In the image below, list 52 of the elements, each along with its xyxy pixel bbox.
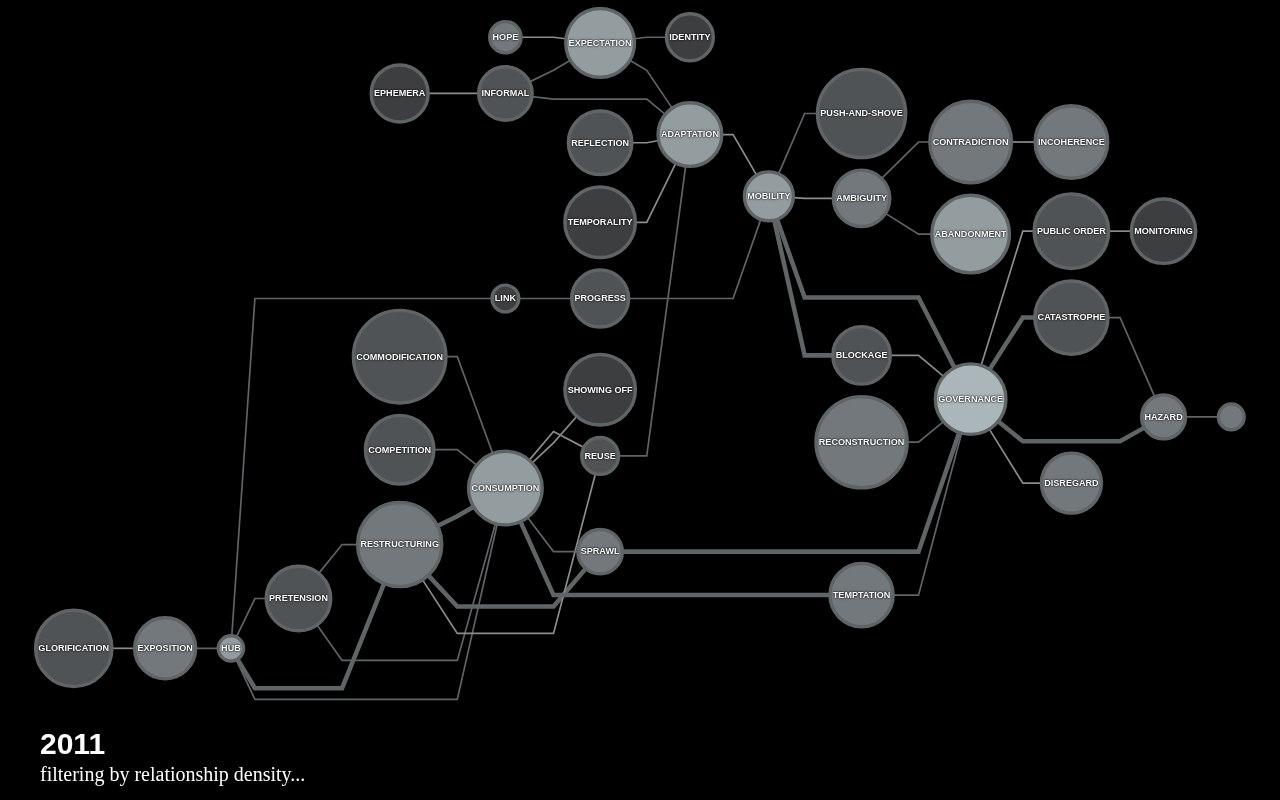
node-circle — [1216, 402, 1246, 432]
node-circle: LINK — [490, 283, 521, 314]
node-circle: REUSE — [580, 435, 621, 477]
node-circle: RECONSTRUCTION — [814, 394, 910, 490]
connector — [436, 504, 475, 529]
node-circle: PROGRESS — [570, 268, 631, 329]
node-circle: ABANDONMENT — [930, 193, 1012, 275]
node-circle: GLORIFICATION — [33, 608, 114, 689]
node-circle: BLOCKAGE — [831, 324, 893, 386]
connector — [235, 523, 499, 701]
node-circle: TEMPTATION — [828, 561, 896, 629]
connector — [987, 315, 1035, 371]
node-circle: SPRAWL — [576, 527, 625, 576]
node-circle: RESTRUCTURING — [356, 500, 444, 589]
connector — [884, 212, 933, 235]
node-circle: MOBILITY — [742, 170, 796, 223]
node-circle: GOVERNANCE — [933, 362, 1008, 437]
node-circle: REFLECTION — [566, 109, 634, 177]
node-circle: SHOWING OFF — [563, 352, 638, 427]
connector — [996, 419, 1146, 444]
node-circle: CONTRADICTION — [928, 99, 1014, 185]
year-title: 2011 — [40, 727, 106, 761]
node-circle: EXPOSITION — [133, 616, 198, 681]
node-circle: DISREGARD — [1039, 451, 1104, 515]
node-circle: PUSH-AND-SHOVE — [815, 67, 908, 160]
caption: filtering by relationship density... — [40, 763, 306, 786]
connector — [235, 582, 387, 691]
connector — [426, 567, 588, 609]
node-circle: HAZARD — [1140, 393, 1188, 441]
connector — [433, 448, 478, 466]
node-circle: EXPECTATION — [564, 6, 637, 79]
node-circle: HOPE — [488, 19, 523, 55]
node-circle: ADAPTATION — [656, 101, 724, 169]
node-circle: EPHEMERA — [369, 63, 430, 124]
connector — [629, 59, 674, 109]
connector — [531, 415, 578, 464]
node-circle: COMPETITION — [363, 413, 436, 486]
node-circle: HUB — [216, 634, 246, 663]
node-circle: MONITORING — [1129, 197, 1198, 266]
node-circle: CONSUMPTION — [467, 449, 545, 527]
node-circle: CATASTROPHE — [1033, 279, 1110, 356]
connector — [880, 141, 931, 180]
node-circle: PRETENSION — [264, 564, 333, 633]
node-circle: COMMODIFICATION — [351, 308, 448, 405]
node-circle: INFORMAL — [477, 65, 534, 122]
node-circle: TEMPORALITY — [563, 185, 638, 260]
connector — [231, 297, 493, 637]
node-circle: AMBIGUITY — [831, 168, 892, 229]
node-circle: INCOHERENCE — [1033, 104, 1110, 180]
node-circle: IDENTITY — [664, 12, 716, 63]
connector — [775, 218, 957, 369]
node-circle: PUBLIC ORDER — [1032, 192, 1111, 271]
